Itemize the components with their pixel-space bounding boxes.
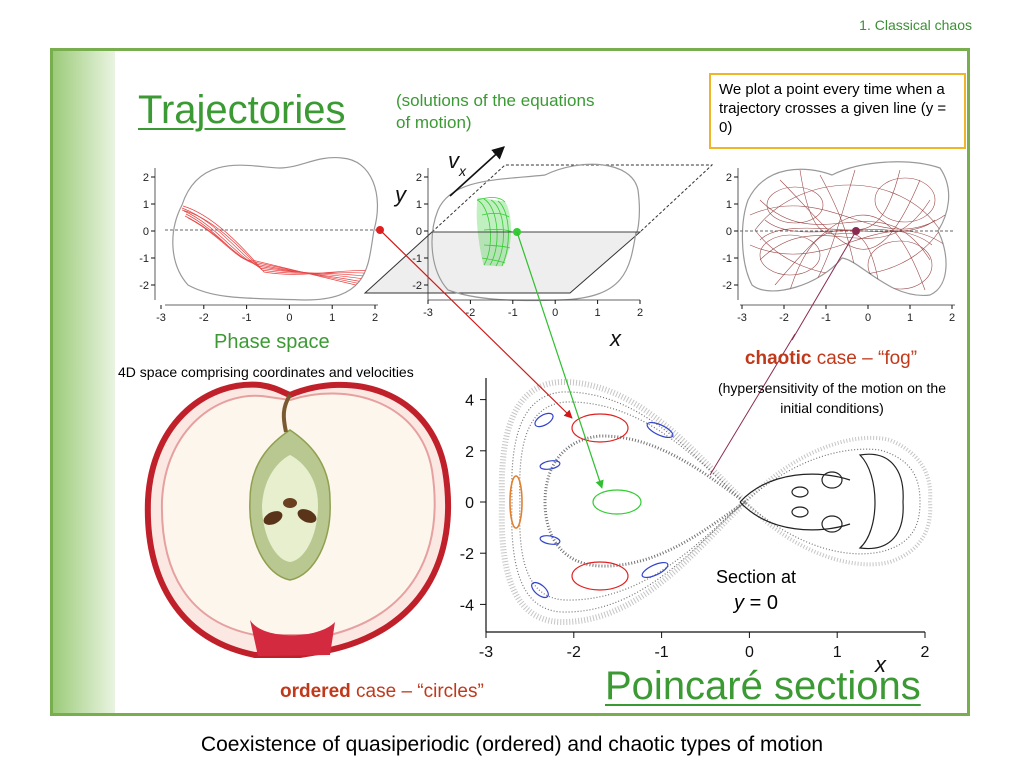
middle-x-tick-label: 0 [552, 307, 558, 319]
poincare-x-tick-label: -2 [567, 644, 581, 661]
poincare-y-tick-label: 4 [465, 393, 474, 410]
right-y-tick-label: 0 [726, 226, 732, 238]
poincare-x-tick-label: -3 [479, 644, 493, 661]
section-label-line1: Section at [715, 567, 797, 587]
phase-space-title: Phase space [214, 331, 330, 353]
left-x-tick-label: -2 [199, 312, 209, 324]
phase-space-subtitle: 4D space comprising coordinates and velo… [118, 364, 414, 380]
left-x-tick-label: -1 [242, 312, 252, 324]
right-x-tick-label: -3 [737, 312, 747, 324]
right-y-tick-label: 1 [726, 199, 732, 211]
right-y-tick-label: -1 [722, 253, 732, 265]
y-axis-label: y [393, 182, 408, 207]
left-x-tick-label: 0 [286, 312, 292, 324]
poincare-x-tick-label: -1 [654, 644, 668, 661]
middle-y-tick-label: 1 [416, 199, 422, 211]
left-y-tick-label: -1 [139, 253, 149, 265]
right-x-tick-label: -2 [779, 312, 789, 324]
section-label: Section at y = 0 [694, 564, 818, 616]
left-y-tick-label: 1 [143, 199, 149, 211]
poincare-y-tick-label: -2 [460, 546, 474, 563]
chaotic-keyword: chaotic [744, 348, 812, 369]
poincare-y-tick-label: 0 [465, 495, 474, 512]
poincare-y-tick-label: 2 [465, 444, 474, 461]
right-x-tick-label: 0 [865, 312, 871, 324]
middle-phase-plot: vx y x [363, 146, 714, 351]
poincare-y-tick-label: -4 [460, 597, 474, 614]
left-y-tick-label: 0 [143, 226, 149, 238]
slide-caption: Coexistence of quasiperiodic (ordered) a… [200, 733, 824, 756]
poincare-x-tick-label: 2 [921, 644, 930, 661]
trajectories-title: Trajectories [138, 88, 346, 132]
left-y-tick-label: -2 [139, 280, 149, 292]
middle-x-tick-label: 1 [595, 307, 601, 319]
middle-x-tick-label: 2 [637, 307, 643, 319]
trajectories-subtitle: (solutions of the equations of motion) [396, 91, 595, 132]
right-x-tick-label: 2 [949, 312, 955, 324]
section-header: 1. Classical chaos [859, 17, 972, 33]
right-chaotic-plot [735, 161, 955, 341]
middle-y-tick-label: -2 [412, 280, 422, 292]
crossing-note-box: We plot a point every time when a trajec… [709, 73, 966, 149]
middle-y-tick-label: 2 [416, 172, 422, 184]
right-y-tick-label: 2 [726, 172, 732, 184]
ordered-label: case – “circles” [350, 681, 484, 702]
poincare-x-tick-label: 0 [745, 644, 754, 661]
ordered-islands [509, 412, 904, 599]
left-x-tick-label: -3 [156, 312, 166, 324]
chaotic-description: (hypersensitivity of the motion on the i… [717, 380, 946, 416]
chaotic-fog [498, 378, 933, 626]
x-axis-label-phase: x [609, 326, 622, 351]
right-x-tick-label: 1 [907, 312, 913, 324]
left-x-tick-label: 1 [329, 312, 335, 324]
left-y-tick-label: 2 [143, 172, 149, 184]
left-trajectory-plot [154, 156, 378, 306]
poincare-title: Poincaré sections [605, 664, 921, 708]
ordered-case-label: ordered case – “circles” [280, 681, 484, 703]
left-x-tick-label: 2 [372, 312, 378, 324]
poincare-x-tick-label: 1 [833, 644, 842, 661]
middle-x-tick-label: -1 [508, 307, 518, 319]
x-axis-label-poincare: x [874, 652, 887, 677]
middle-x-tick-label: -3 [423, 307, 433, 319]
connector-arrows [376, 226, 796, 489]
vx-axis-label: vx [448, 148, 467, 179]
middle-y-tick-label: -1 [412, 253, 422, 265]
chaotic-label: case – “fog” [811, 348, 918, 369]
right-x-tick-label: -1 [821, 312, 831, 324]
right-y-tick-label: -2 [722, 280, 732, 292]
apple-illustration [144, 381, 452, 658]
middle-x-tick-label: -2 [466, 307, 476, 319]
middle-y-tick-label: 0 [416, 226, 422, 238]
poincare-plot: -3 -2 -1 0 1 2 4 2 0 -2 -4 x [460, 378, 933, 677]
chaotic-case-label: chaotic case – “fog” [700, 348, 962, 370]
ordered-keyword: ordered [280, 681, 351, 702]
section-label-line2: y = 0 [734, 592, 778, 614]
